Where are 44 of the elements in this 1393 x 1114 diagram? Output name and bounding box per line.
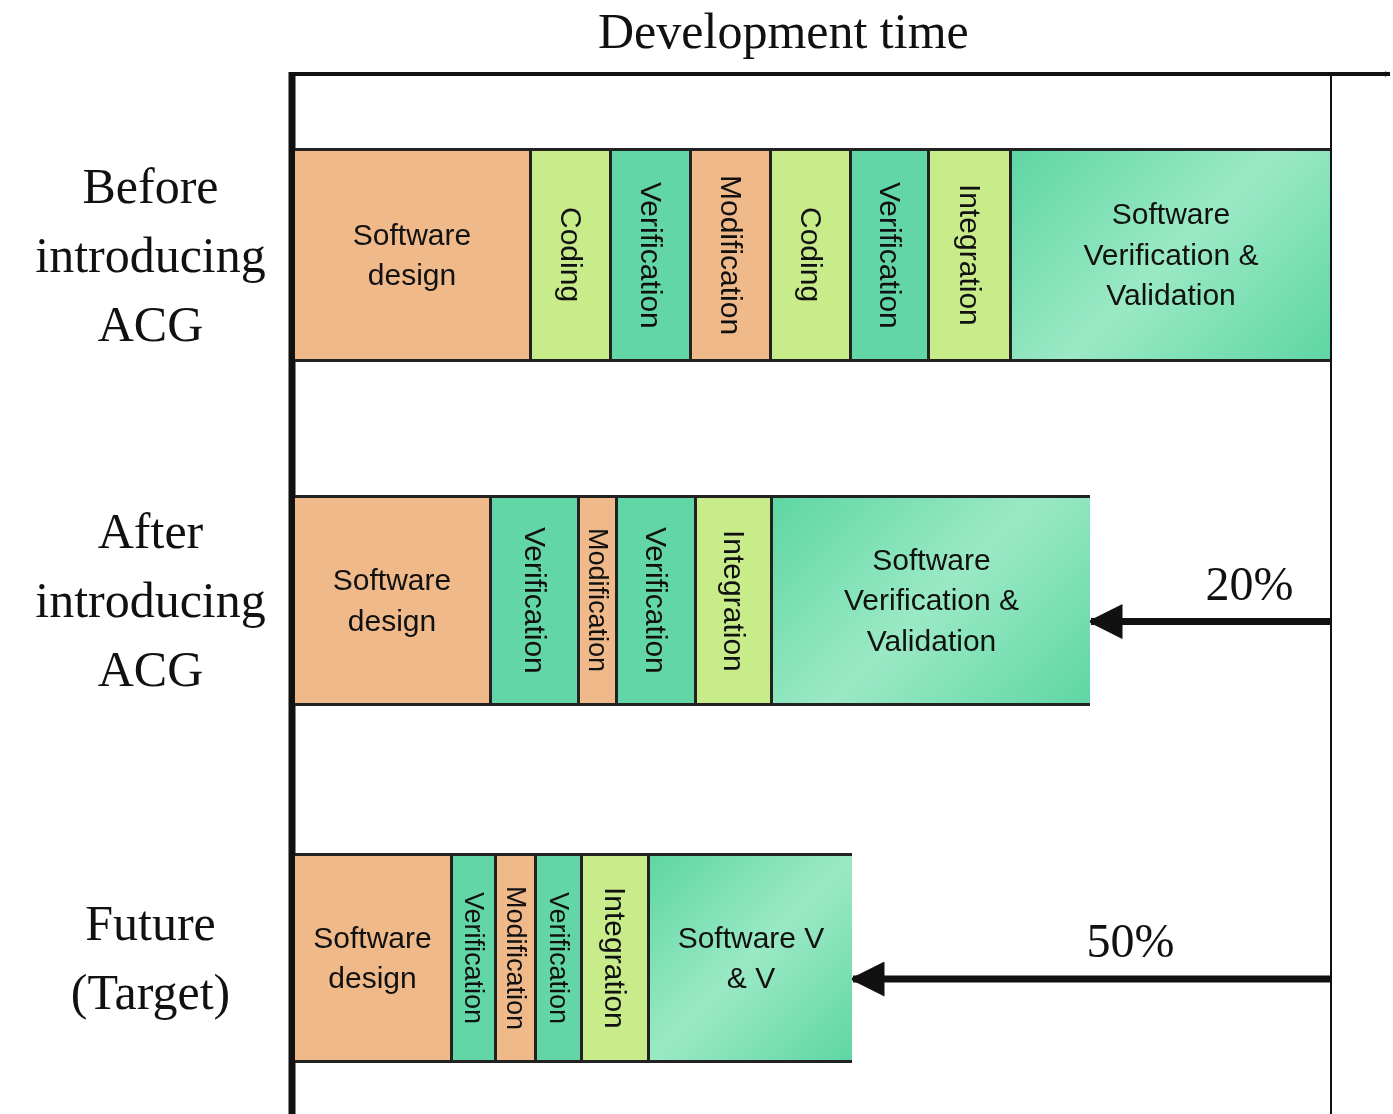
phase-label: Software design bbox=[331, 562, 453, 639]
phase-label: Software design bbox=[351, 216, 473, 293]
phase-label: Software Verification & Validation bbox=[842, 541, 1021, 659]
phase-segment bbox=[930, 151, 1012, 359]
phase-segment bbox=[692, 151, 772, 359]
phase-segment bbox=[650, 856, 852, 1060]
phase-segment bbox=[1012, 151, 1330, 359]
phase-label: Coding bbox=[553, 207, 589, 303]
phase-segment bbox=[580, 498, 618, 703]
row-heading: Before introducing ACG bbox=[34, 156, 267, 354]
axis-title: Development time bbox=[598, 2, 969, 60]
phase-label: Coding bbox=[793, 207, 829, 303]
phase-segment bbox=[497, 856, 537, 1060]
row-heading: Future (Target) bbox=[69, 894, 232, 1022]
phase-label: Verification bbox=[517, 527, 553, 674]
phase-segment bbox=[852, 151, 930, 359]
phase-segment bbox=[492, 498, 580, 703]
phase-label: Verification bbox=[633, 181, 669, 329]
phase-segment bbox=[773, 498, 1090, 703]
phase-label: Integration bbox=[952, 184, 988, 326]
phase-segment bbox=[295, 151, 532, 359]
phase-segment bbox=[583, 856, 650, 1060]
phase-label: Modification bbox=[581, 528, 614, 673]
phase-label: Modification bbox=[499, 885, 532, 1031]
phase-label: Integration bbox=[716, 529, 752, 672]
phase-segment bbox=[537, 856, 583, 1060]
phase-segment bbox=[697, 498, 773, 703]
phase-segment bbox=[295, 498, 492, 703]
phase-segment bbox=[612, 151, 692, 359]
phase-label: Software V & V bbox=[676, 919, 826, 996]
phase-segment bbox=[618, 498, 697, 703]
phase-label: Software design bbox=[312, 919, 433, 996]
phase-segment bbox=[772, 151, 852, 359]
phase-label: Verification bbox=[542, 891, 575, 1025]
phase-label: Verification bbox=[639, 527, 675, 674]
phase-label: Verification bbox=[457, 891, 490, 1025]
phase-segment bbox=[453, 856, 497, 1060]
phase-segment bbox=[295, 856, 453, 1060]
phase-segment bbox=[532, 151, 612, 359]
phase-label: Integration bbox=[598, 887, 634, 1029]
phase-label: Verification bbox=[872, 181, 908, 329]
phase-label: Modification bbox=[713, 174, 749, 336]
phase-label: Software Verification & Validation bbox=[1082, 196, 1260, 314]
row-heading: After introducing ACG bbox=[34, 502, 267, 699]
